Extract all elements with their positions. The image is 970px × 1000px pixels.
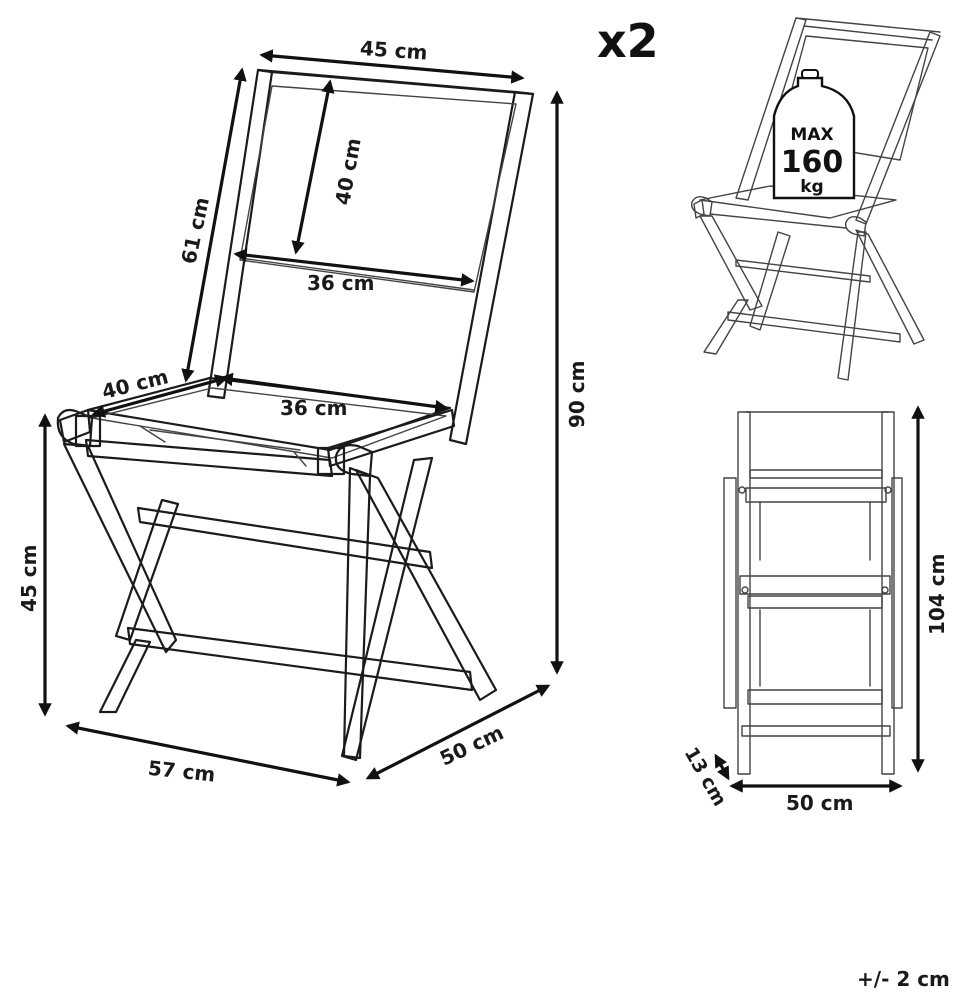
dim-seat-height: 45 cm: [17, 545, 41, 613]
dim-seat-width: 36 cm: [280, 396, 348, 420]
dim-folded-depth: 13 cm: [680, 744, 731, 811]
dim-back-top-width: 45 cm: [359, 36, 428, 65]
folded-chair-drawing: [723, 411, 903, 775]
max-load-line2: 160: [781, 145, 844, 180]
dim-total-height: 90 cm: [565, 361, 589, 429]
max-load-line1: MAX: [790, 125, 833, 145]
max-load-line3: kg: [800, 177, 823, 197]
dim-folded-height: 104 cm: [925, 554, 949, 635]
load-chair-drawing: [690, 17, 941, 381]
dim-back-inner-width: 36 cm: [307, 271, 375, 295]
folded-dimension-lines: [714, 405, 925, 793]
quantity-label: x2: [597, 14, 659, 68]
dim-back-height: 40 cm: [330, 136, 365, 207]
tolerance-note: +/- 2 cm: [857, 967, 950, 991]
dim-footprint-width: 50 cm: [436, 720, 507, 770]
dim-folded-width: 50 cm: [786, 791, 854, 815]
main-dimension-lines: [38, 49, 564, 787]
dim-footprint-length: 57 cm: [147, 756, 217, 787]
weight-icon: [772, 76, 856, 200]
